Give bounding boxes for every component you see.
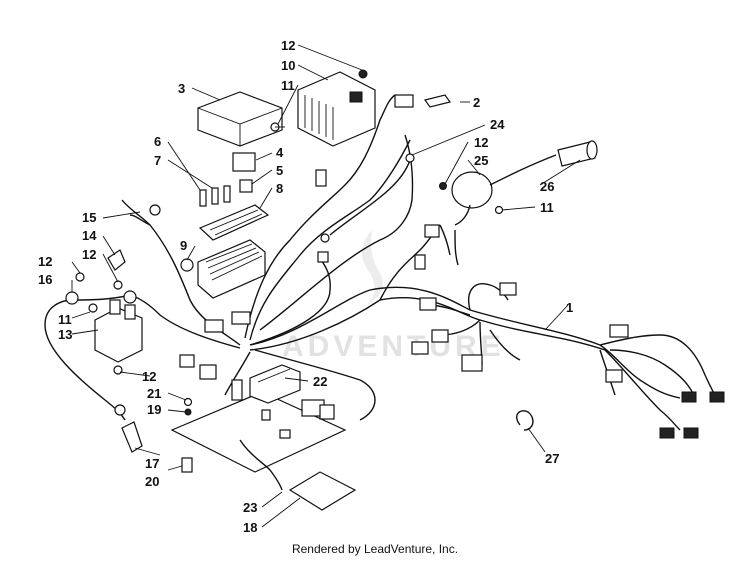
part-16-terminal [65,290,137,305]
callout-23: 23 [243,500,257,515]
callout-20: 20 [145,474,159,489]
part-5-relay [239,179,253,193]
part-23-lead [239,439,283,491]
part-12-nut-top [358,69,368,79]
callout-25: 25 [474,153,488,168]
callout-19: 19 [147,402,161,417]
callout-6: 6 [154,134,161,149]
callout-26: 26 [540,179,554,194]
part-11-screw-top [270,122,285,132]
part-3-relay-box [197,91,283,147]
callout-11-right: 11 [540,200,554,215]
callout-5: 5 [276,163,283,178]
callout-3: 3 [178,81,185,96]
footer-credit: Rendered by LeadVenture, Inc. [291,542,459,556]
leader-lines [71,44,581,528]
callout-12-right: 12 [474,135,488,150]
callout-labels: 1 2 3 4 5 6 7 8 9 10 11 11 11 12 12 12 1… [38,38,573,535]
callout-27: 27 [545,451,559,466]
callout-2: 2 [473,95,480,110]
callout-16: 16 [38,272,52,287]
callout-13: 13 [58,327,72,342]
callout-15: 15 [82,210,96,225]
part-12-washer-left [113,280,123,290]
callout-1: 1 [566,300,573,315]
callout-22: 22 [313,374,327,389]
part-17-cap [114,404,143,453]
callout-11-top: 11 [281,78,295,93]
callout-9: 9 [180,238,187,253]
part-8-fuse-plate [198,204,270,241]
part-15-cable [149,204,161,216]
callout-12-mid: 12 [82,247,96,262]
callout-8: 8 [276,181,283,196]
callout-14: 14 [82,228,97,243]
callout-18: 18 [243,520,257,535]
part-21-screw [183,397,193,407]
part-26-handgrip [557,140,598,167]
part-12-nut-left [75,272,85,282]
callout-4: 4 [276,145,284,160]
callout-11-left: 11 [58,312,72,327]
part-25-switch [439,154,557,226]
part-22-module [249,364,335,420]
watermark: ADVENTURE [282,230,501,363]
callout-17: 17 [145,456,159,471]
part-18-pad [288,471,357,511]
callout-12-bottom: 12 [142,369,156,384]
part-10-regulator [297,71,376,147]
part-20-spacer [181,457,193,473]
part-14-boot [107,249,126,271]
callout-12-top: 12 [281,38,295,53]
callout-7: 7 [154,153,161,168]
part-9-fuse-block [180,239,266,299]
part-24-ground-wire [320,153,415,243]
harness-connectors [179,169,725,439]
part-4-relay [232,152,256,172]
part-27-clamp [516,410,534,431]
part-6-7-fuses [199,185,231,207]
callout-12-left: 12 [38,254,52,269]
callout-24: 24 [490,117,505,132]
callout-21: 21 [147,386,161,401]
part-2-connector [394,94,452,108]
callout-10: 10 [281,58,295,73]
part-13-solenoid [88,299,143,375]
